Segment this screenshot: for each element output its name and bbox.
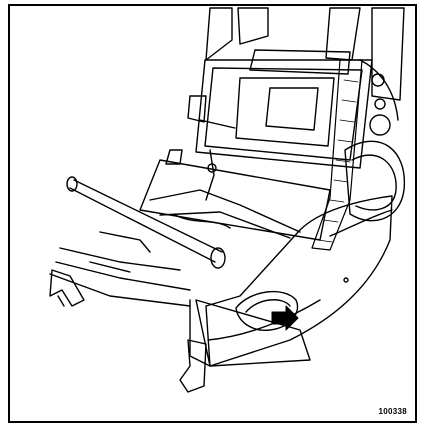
figure-border: [8, 4, 417, 423]
front-tube-bar: [49, 176, 226, 307]
arrow-right-icon: [271, 305, 299, 331]
side-shell: [189, 195, 393, 367]
seat-belt-strap: [311, 59, 363, 251]
right-front-leg: [179, 339, 207, 393]
reference-number: 100338: [378, 407, 407, 416]
left-front-leg: [49, 269, 85, 307]
seat-back-frame: [187, 7, 405, 169]
seat-cushion-frame: [139, 149, 331, 241]
